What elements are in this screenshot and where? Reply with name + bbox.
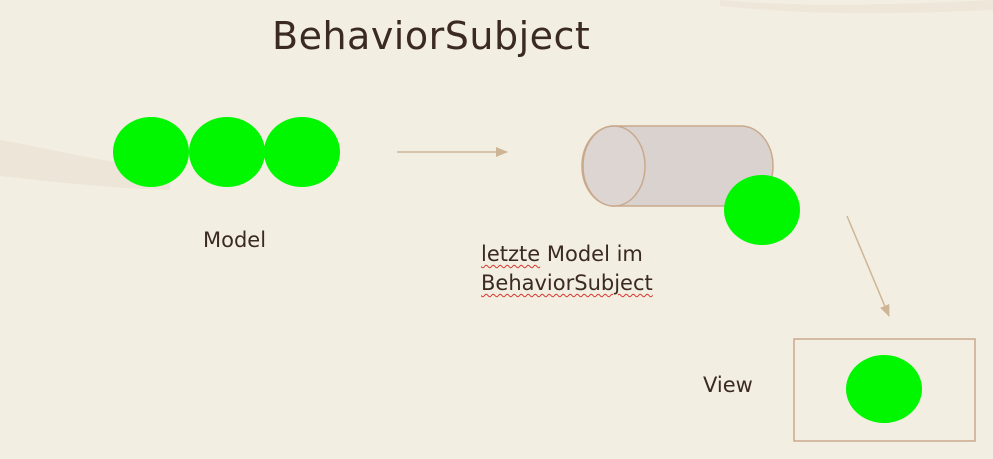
behavior-subject-label-line2: BehaviorSubject: [481, 271, 653, 295]
behavior-subject-label: letzte Model im BehaviorSubject: [481, 240, 653, 298]
behavior-subject-label-line1: letzte Model im: [481, 240, 653, 269]
view-model-circle: [846, 355, 922, 423]
model-circle: [113, 117, 189, 187]
view-label: View: [703, 373, 753, 397]
spellcheck-word: letzte: [481, 242, 541, 266]
background-swoosh-top: [720, 0, 993, 14]
view-box: [793, 338, 976, 442]
slide-title: BehaviorSubject: [272, 14, 591, 58]
model-circle: [264, 117, 340, 187]
model-label: Model: [203, 228, 267, 252]
behavior-subject-cylinder: [581, 125, 774, 207]
last-model-circle: [724, 175, 800, 245]
label-text: Model im: [540, 242, 643, 266]
arrow-subject-to-view: [846, 215, 890, 317]
model-circle: [189, 117, 265, 187]
